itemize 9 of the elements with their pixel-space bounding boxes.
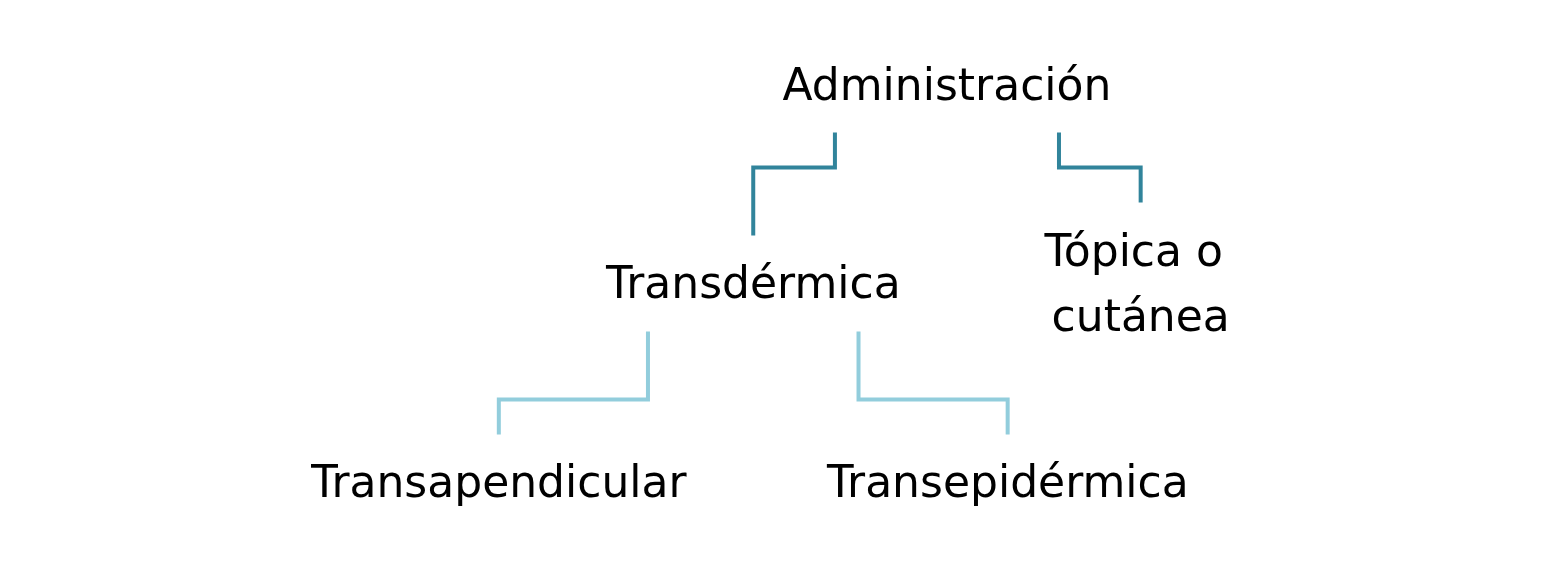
node-text: Transapendicular	[310, 456, 687, 508]
connector	[496, 331, 650, 437]
node-text: Tópica o cutánea	[1044, 224, 1230, 342]
node-text: Administración	[782, 58, 1112, 110]
node-text: Transdérmica	[605, 257, 901, 309]
connector	[856, 331, 1010, 437]
connector	[750, 132, 837, 238]
connector	[1056, 132, 1143, 205]
node-text: Transepidérmica	[826, 456, 1189, 508]
